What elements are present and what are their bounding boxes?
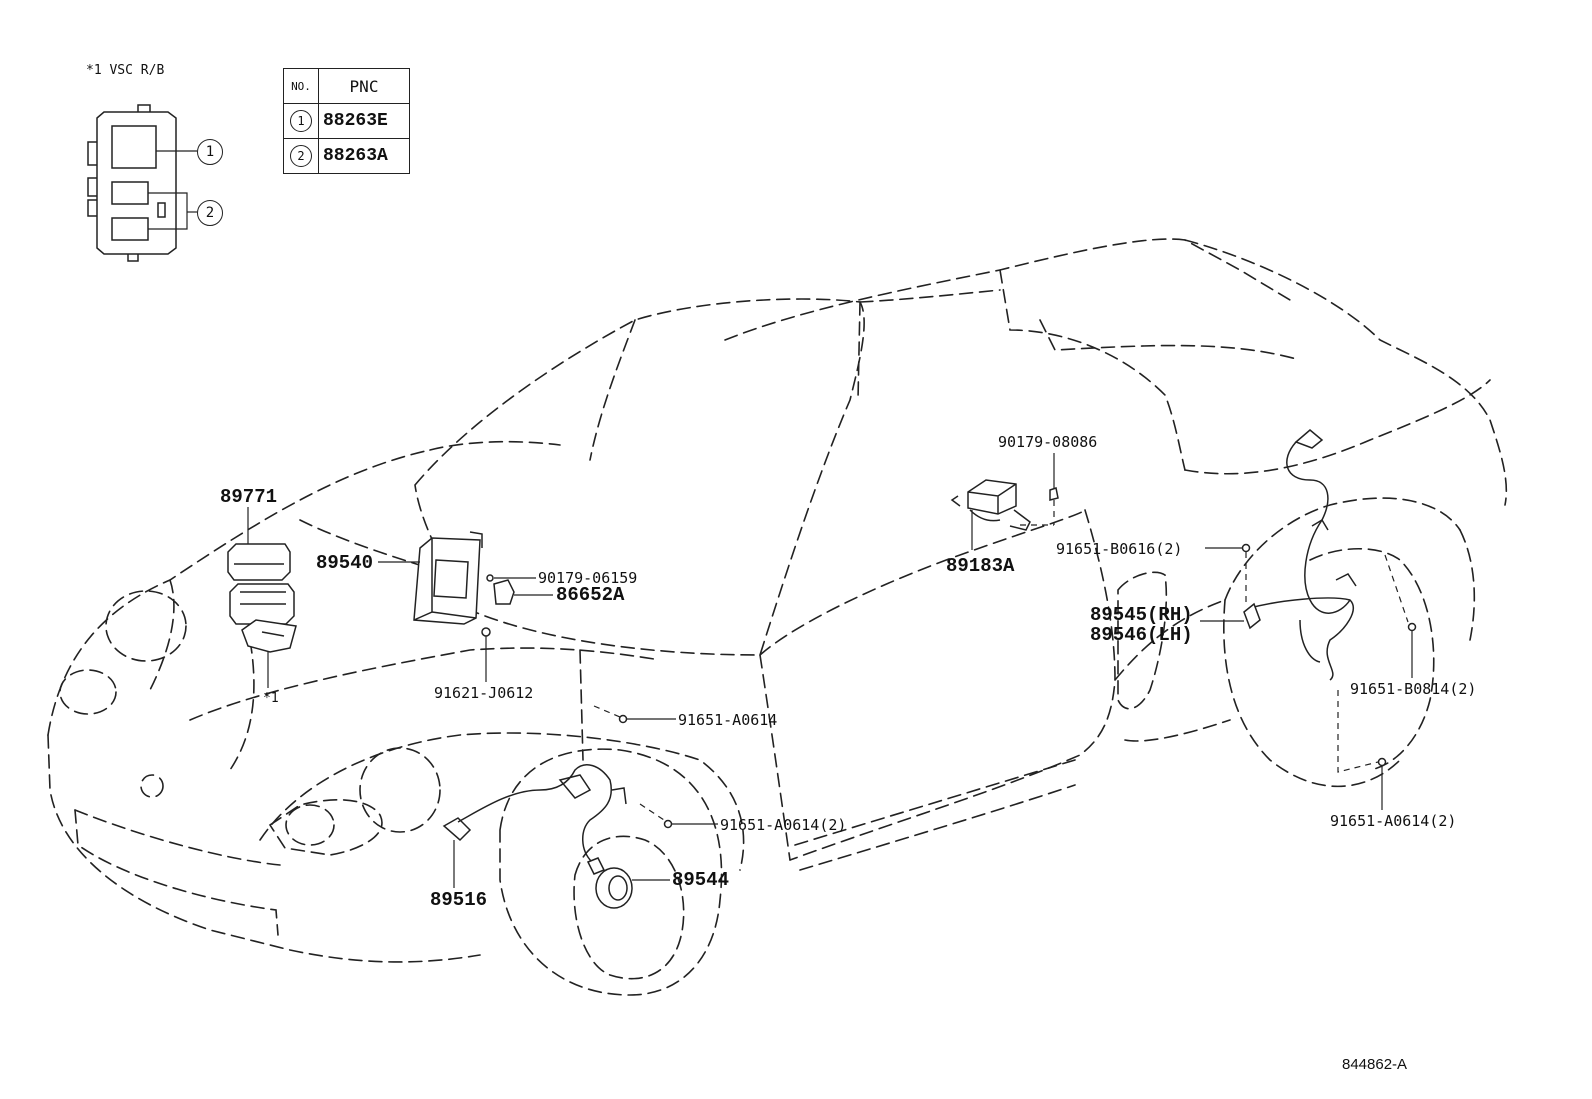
table-row: 2 88263A: [283, 138, 410, 174]
rear-speed-sensor: [1241, 429, 1417, 767]
label-91651-a0614: 91651-A0614: [678, 711, 778, 729]
callout-1: 1: [197, 139, 223, 165]
label-86652a: 86652A: [556, 584, 625, 606]
header-pnc: PNC: [318, 68, 410, 104]
label-91651-a0614-front: 91651-A0614(2): [720, 816, 847, 834]
label-89183a: 89183A: [946, 555, 1015, 577]
connector-86652a: [481, 574, 515, 637]
row-no: 1: [290, 110, 312, 132]
label-91621-j0612: 91621-J0612: [434, 684, 534, 702]
yaw-rate-sensor: [950, 479, 1059, 531]
label-91651-b0616: 91651-B0616(2): [1056, 540, 1183, 558]
label-89540: 89540: [316, 552, 374, 574]
vsc-relay-block-part: [227, 543, 297, 653]
pnc-table-header: NO. PNC: [283, 68, 410, 104]
label-90179-08086: 90179-08086: [998, 433, 1098, 451]
diagram-id: 844862-A: [1342, 1056, 1408, 1073]
label-89771: 89771: [220, 486, 278, 508]
label-89546-lh: 89546(LH): [1090, 624, 1193, 646]
callout-2: 2: [197, 200, 223, 226]
inset-title: *1 VSC R/B: [86, 63, 165, 78]
label-89544: 89544: [672, 869, 730, 891]
front-speed-sensor: [442, 714, 673, 909]
skid-control-ecu: [413, 531, 483, 625]
leader-lines: [247, 453, 1413, 888]
row-pnc: 88263E: [318, 103, 410, 139]
car-body-outline: [47, 238, 1508, 996]
row-pnc: 88263A: [318, 138, 410, 174]
row-no: 2: [290, 145, 312, 167]
label-91651-a0614-rear: 91651-A0614(2): [1330, 812, 1457, 830]
pnc-table: NO. PNC 1 88263E 2 88263A: [283, 68, 410, 174]
table-row: 1 88263E: [283, 103, 410, 139]
vsc-relay-block-drawing: [87, 104, 197, 262]
label-89516: 89516: [430, 889, 488, 911]
header-no: NO.: [283, 68, 319, 104]
label-91651-b0814: 91651-B0814(2): [1350, 680, 1477, 698]
label-90179-06159: 90179-06159: [538, 569, 638, 587]
label-89545-rh: 89545(RH): [1090, 604, 1193, 626]
label-star1: *1: [263, 691, 279, 706]
